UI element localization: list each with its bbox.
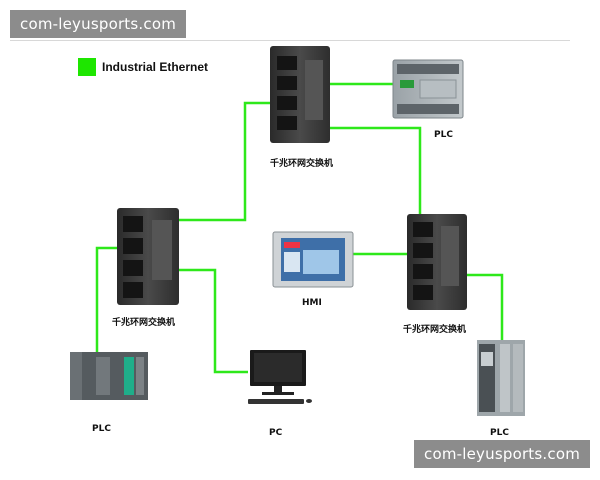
plc-top-device [392,59,464,119]
link-top-switch-to-left-switch [175,101,290,222]
plc-right-device [477,340,525,416]
plc-right-label: PLC [490,428,509,438]
switch-left-label: 千兆环网交换机 [112,318,176,328]
switch-left-device [117,208,179,305]
watermark-bottom: com-leyusports.com [414,440,591,468]
pc-device [248,350,312,404]
hmi-device [272,231,354,288]
hmi-label: HMI [302,298,322,308]
plc-top-label: PLC [434,130,453,140]
header-divider [10,40,570,41]
switch-top-label: 千兆环网交换机 [270,159,334,169]
watermark-top: com-leyusports.com [10,10,187,38]
switch-top-device [270,46,330,143]
legend: Industrial Ethernet [78,58,208,76]
plc-left-device [70,352,148,400]
switch-right-label: 千兆环网交换机 [403,325,467,335]
switch-right-device [407,214,467,310]
legend-label: Industrial Ethernet [102,60,209,74]
legend-swatch [78,58,96,76]
plc-left-label: PLC [92,424,111,434]
pc-label: PC [269,428,283,438]
